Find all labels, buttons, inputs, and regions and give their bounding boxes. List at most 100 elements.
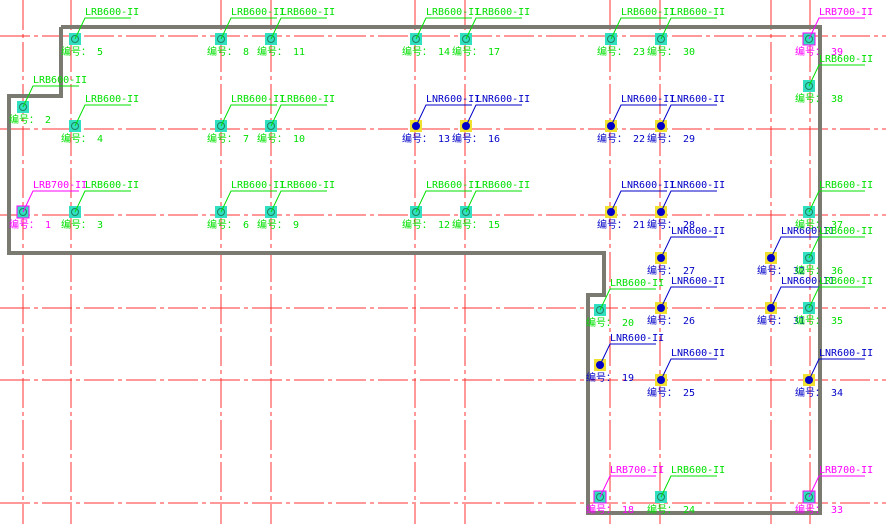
bearing-number-label: 编号： 10: [257, 132, 305, 145]
bearing-type-label: LRB600-II: [231, 180, 285, 191]
bearing-core: [19, 103, 27, 111]
bearing-core: [412, 208, 420, 216]
leader-line: [22, 85, 79, 108]
bearing-id: 32: [787, 266, 805, 277]
bearing-type-label: LRB600-II: [819, 276, 873, 287]
leader-line: [770, 236, 827, 259]
bearing-id: 20: [616, 318, 634, 329]
leader-line: [808, 64, 865, 87]
bearing-number-label: 编号： 6: [207, 218, 249, 231]
bearing-6[interactable]: LRB600-II 编号： 6: [207, 180, 285, 231]
bearing-core: [462, 208, 470, 216]
bearing-id: 38: [825, 94, 843, 105]
bearing-number-label: 编号： 8: [207, 45, 249, 58]
bearing-id: 24: [677, 505, 695, 516]
leader-line: [74, 104, 131, 127]
bearing-id: 35: [825, 316, 843, 327]
bearing-id: 18: [616, 505, 634, 516]
bearing-core: [267, 208, 275, 216]
number-prefix: 编号：: [795, 92, 825, 105]
bearing-22[interactable]: LNR600-II 编号： 22: [597, 94, 675, 145]
bearing-type-label: LNR600-II: [781, 276, 835, 287]
bearing-id: 23: [627, 47, 645, 58]
bearing-number-label: 编号： 12: [402, 218, 450, 231]
bearing-id: 33: [825, 505, 843, 516]
bearing-core: [657, 35, 665, 43]
bearing-id: 2: [39, 115, 51, 126]
number-prefix: 编号：: [795, 45, 825, 58]
bearing-number-label: 编号： 32: [757, 264, 805, 277]
bearing-type-label: LRB600-II: [671, 7, 725, 18]
number-prefix: 编号：: [452, 132, 482, 145]
leader-line: [465, 17, 522, 40]
bearing-id: 36: [825, 266, 843, 277]
bearing-type-label: LNR600-II: [671, 226, 725, 237]
bearing-30[interactable]: LRB600-II 编号： 30: [647, 7, 725, 58]
bearing-type-label: LRB600-II: [231, 7, 285, 18]
bearing-type-label: LNR600-II: [819, 348, 873, 359]
bearing-number-label: 编号： 22: [597, 132, 645, 145]
building-outline: [7, 25, 822, 515]
bearing-id: 30: [677, 47, 695, 58]
leader-line: [22, 190, 79, 213]
bearing-core: [805, 82, 813, 90]
bearing-type-label: LNR600-II: [621, 94, 675, 105]
leader-line: [465, 104, 522, 127]
number-prefix: 编号：: [647, 45, 677, 58]
leader-line: [660, 358, 717, 381]
bearing-id: 34: [825, 388, 843, 399]
leader-line: [415, 190, 472, 213]
bearing-id: 1: [39, 220, 51, 231]
bearing-number-label: 编号： 20: [586, 316, 634, 329]
bearing-type-label: LRB600-II: [281, 180, 335, 191]
bearing-number-label: 编号： 24: [647, 503, 695, 516]
bearing-8[interactable]: LRB600-II 编号： 8: [207, 7, 285, 58]
bearing-core: [217, 208, 225, 216]
leader-line: [660, 190, 717, 213]
bearing-core: [805, 35, 813, 43]
bearing-number-label: 编号： 30: [647, 45, 695, 58]
bearing-id: 26: [677, 316, 695, 327]
number-prefix: 编号：: [61, 45, 91, 58]
leader-line: [220, 17, 277, 40]
bearing-number-label: 编号： 7: [207, 132, 249, 145]
number-prefix: 编号：: [9, 218, 39, 231]
number-prefix: 编号：: [452, 45, 482, 58]
